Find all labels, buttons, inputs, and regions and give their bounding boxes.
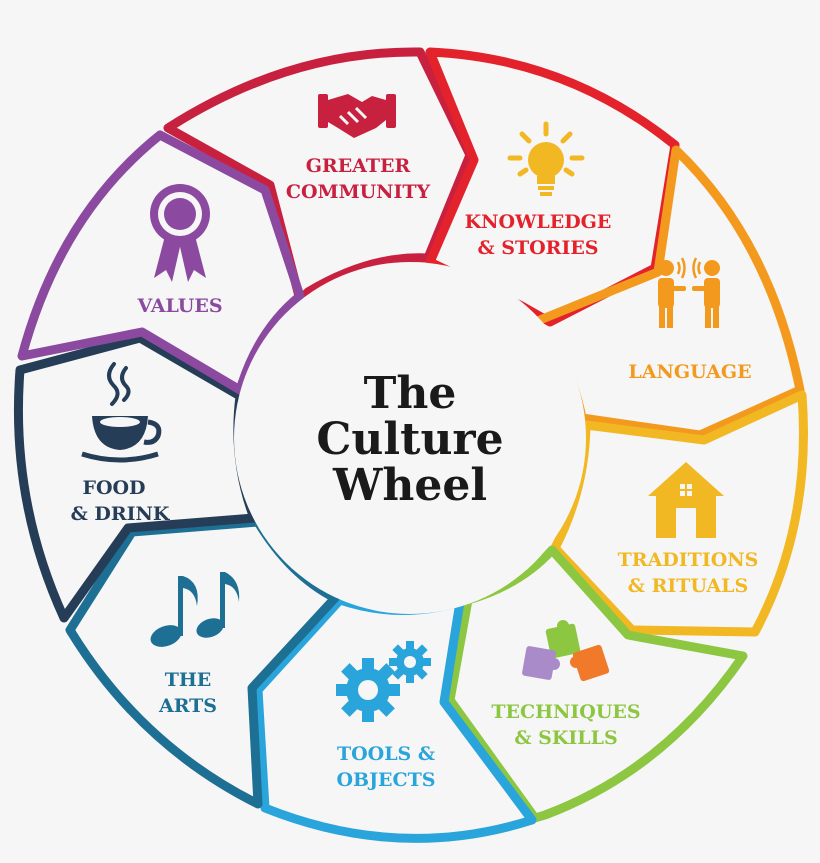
- people-talking-icon: [658, 257, 720, 328]
- segment-techniques-skills-border[interactable]: [445, 545, 748, 823]
- segment-labels: GREATER COMMUNITY KNOWLEDGE & STORIES LA…: [71, 155, 759, 791]
- segment-techniques-skills-label-line-1: TECHNIQUES: [491, 701, 640, 723]
- house-icon: [648, 462, 724, 538]
- segment-food-drink-label-line-1: FOOD: [82, 477, 145, 499]
- segment-knowledge-stories-label-line-2: & STORIES: [477, 237, 598, 259]
- handshake-icon: [318, 94, 396, 138]
- segment-values-border[interactable]: [17, 130, 305, 395]
- segment-traditions-rituals-label-line-2: & RITUALS: [628, 575, 748, 597]
- segment-techniques-skills-label-line-2: & SKILLS: [514, 727, 617, 749]
- award-ribbon-icon: [150, 184, 210, 282]
- puzzle-icon: [522, 620, 610, 682]
- center-circle: [234, 262, 586, 614]
- segment-food-drink-label-line-2: & DRINK: [71, 503, 171, 525]
- center-hub: The Culture Wheel: [234, 262, 586, 614]
- segment-language-label: LANGUAGE: [628, 361, 751, 383]
- segment-tools-objects-label-line-2: OBJECTS: [336, 769, 435, 791]
- segment-greater-community-label-line-1: GREATER: [306, 155, 411, 177]
- gears-icon: [336, 641, 431, 722]
- segment-knowledge-stories-label-line-1: KNOWLEDGE: [465, 211, 612, 233]
- lightbulb-icon: [507, 121, 585, 196]
- center-title-line-1: The: [364, 368, 457, 419]
- center-title-line-3: Wheel: [332, 460, 487, 511]
- ring-segments: [13, 47, 808, 843]
- music-notes-icon: [150, 572, 240, 647]
- segment-greater-community-border[interactable]: [163, 47, 475, 305]
- segment-the-arts-label-line-1: THE: [165, 669, 212, 691]
- segment-values-label: VALUES: [136, 295, 222, 317]
- segment-the-arts-label-line-2: ARTS: [158, 695, 217, 717]
- segment-tools-objects-label-line-1: TOOLS &: [337, 743, 435, 765]
- coffee-cup-icon: [81, 362, 162, 463]
- segment-traditions-rituals-label-line-1: TRADITIONS: [618, 549, 759, 571]
- segment-greater-community-label-line-2: COMMUNITY: [286, 181, 431, 203]
- center-title-line-2: Culture: [316, 414, 503, 465]
